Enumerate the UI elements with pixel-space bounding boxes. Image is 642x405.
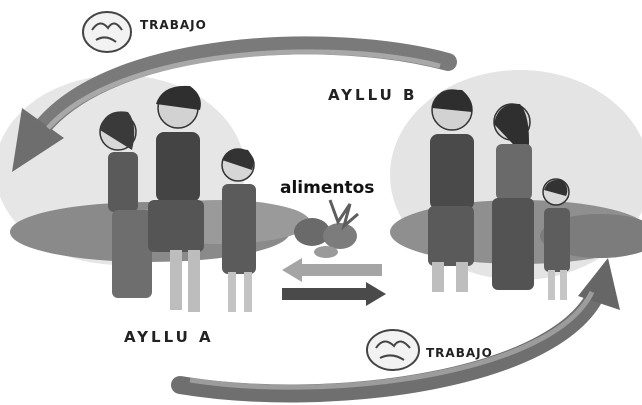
ayllu-b-label: AYLLU B xyxy=(328,86,418,104)
arrow-to-ayllu-a xyxy=(282,258,382,282)
top-work-arrowhead xyxy=(12,108,64,172)
arrow-to-ayllu-b xyxy=(282,282,386,306)
top-work-arrow xyxy=(31,36,457,139)
hand-icon-top xyxy=(82,11,132,53)
ayllu-a-label: AYLLU A xyxy=(124,328,214,346)
ayllu-a-people xyxy=(99,85,256,312)
bottom-work-arrow xyxy=(171,281,607,403)
work-label-bottom: TRABAJO xyxy=(426,346,493,360)
work-label-top: TRABAJO xyxy=(140,18,207,32)
food-items xyxy=(294,199,359,258)
ayllu-b-people xyxy=(428,89,570,300)
hand-icon-bottom xyxy=(366,329,420,371)
food-label: alimentos xyxy=(280,178,375,198)
